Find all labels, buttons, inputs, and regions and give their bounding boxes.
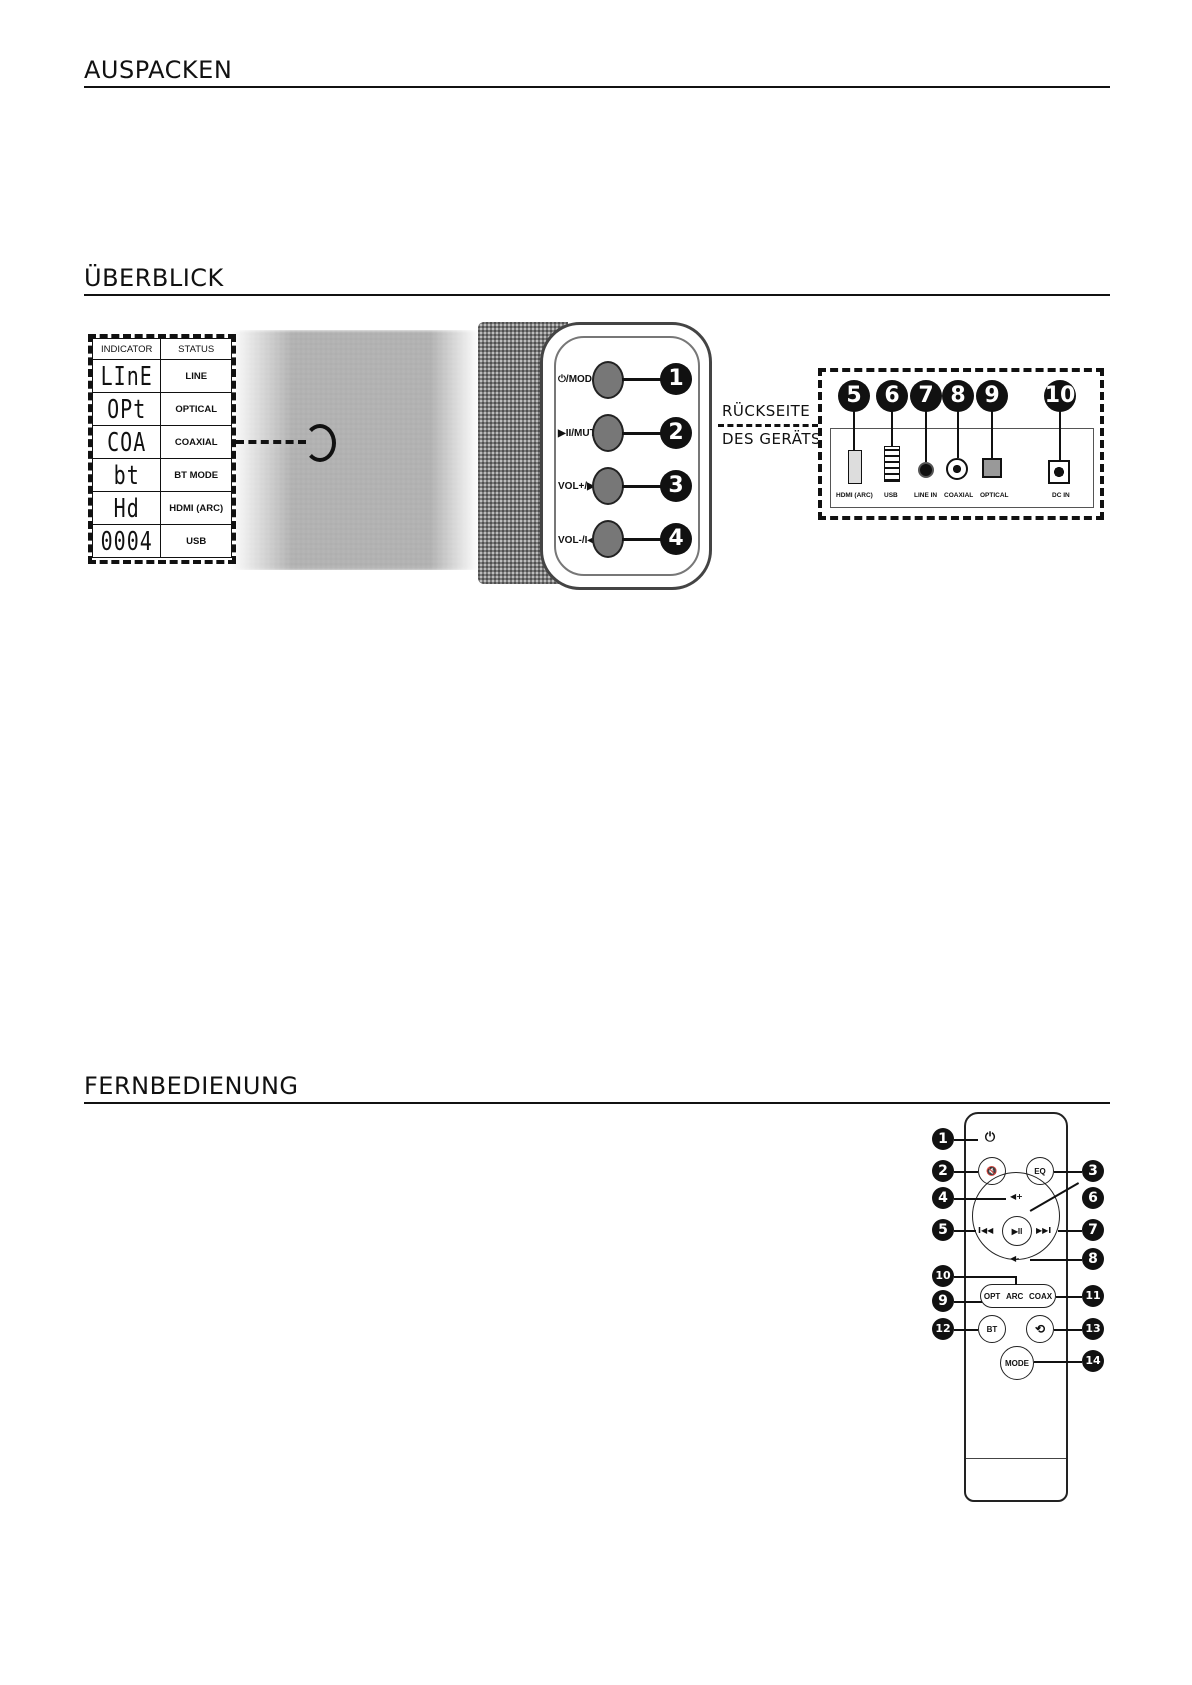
button-label-voldown: VOL-/I◀◀ [558,535,603,546]
section-heading-remote: FERNBEDIENUNG [84,1072,1110,1104]
callout-1: 1 [660,363,692,395]
table-row: bt BT MODE [91,458,232,492]
button-label-volup: VOL+/▶▶I [558,481,606,492]
remote-callout-11: 11 [1082,1285,1104,1307]
port-label-usb: USB [884,492,898,499]
opt-button[interactable]: OPT [983,1291,1001,1301]
arc-button[interactable]: ARC [1005,1291,1024,1301]
callout-line [622,378,662,381]
rear-label-line1: RÜCKSEITE [722,402,811,420]
remote-callout-10: 10 [932,1265,954,1287]
coaxial-port-icon [946,458,968,480]
usb-port-icon [884,446,900,482]
table-row: Hd HDMI (ARC) [91,491,232,525]
remote-divider [966,1458,1066,1459]
status-cell: COAXIAL [160,425,232,459]
play-mute-button [592,414,624,452]
port-label-line-in: LINE IN [914,492,938,499]
display-pointer-line [236,440,306,444]
remote-callout-6: 6 [1082,1187,1104,1209]
display-indicator: Hd [113,492,140,524]
remote-callout-13: 13 [1082,1318,1104,1340]
remote-callout-5: 5 [932,1219,954,1241]
display-indicator: LInE [100,360,153,392]
port-label-hdmi: HDMI (ARC) [836,492,873,499]
vol-down-prev-button [592,520,624,558]
play-pause-button[interactable]: ▶II [1002,1216,1032,1246]
port-label-dc-in: DC IN [1052,492,1070,499]
table-row: COA COAXIAL [91,425,232,459]
remote-callout-1: 1 [932,1128,954,1150]
callout-8: 8 [942,380,974,412]
port-label-optical: OPTICAL [980,492,1009,499]
remote-callout-14: 14 [1082,1350,1104,1372]
callout-9: 9 [976,380,1008,412]
next-icon[interactable]: ▶▶I [1036,1226,1052,1235]
callout-line [622,432,662,435]
line-in-jack-icon [918,462,934,478]
callout-3: 3 [660,470,692,502]
remote-callout-12: 12 [932,1318,954,1340]
status-cell: OPTICAL [160,392,232,426]
repeat-button[interactable]: ⟲ [1026,1315,1054,1343]
callout-7: 7 [910,380,942,412]
display-indicator: 0004 [100,525,153,557]
mode-button[interactable]: MODE [1000,1346,1034,1380]
power-mode-button [592,361,624,399]
remote-callout-4: 4 [932,1187,954,1209]
table-row: OPt OPTICAL [91,392,232,426]
power-icon[interactable]: ⏻ [978,1125,1002,1149]
indicator-table: INDICATOR STATUS LInE LINE OPt OPTICAL C… [91,338,232,558]
indicator-table-box: INDICATOR STATUS LInE LINE OPt OPTICAL C… [88,334,236,564]
optical-port-icon [982,458,1002,478]
coax-button[interactable]: COAX [1029,1291,1053,1301]
volume-down-icon[interactable]: ◀- [1010,1254,1020,1263]
port-label-coaxial: COAXIAL [944,492,974,499]
vol-up-next-button [592,467,624,505]
dc-in-port-icon [1048,460,1070,484]
callout-10: 10 [1044,380,1076,412]
callout-5: 5 [838,380,870,412]
section-heading-unpack: AUSPACKEN [84,56,1110,88]
callout-6: 6 [876,380,908,412]
remote-callout-9: 9 [932,1290,954,1312]
callout-4: 4 [660,523,692,555]
section-heading-overview: ÜBERBLICK [84,264,1110,296]
rear-pointer-line [718,424,818,427]
status-cell: HDMI (ARC) [160,491,232,525]
remote-callout-8: 8 [1082,1248,1104,1270]
repeat-icon: ⟲ [1034,1322,1046,1336]
status-cell: LINE [160,359,232,393]
callout-2: 2 [660,417,692,449]
rear-label-line2: DES GERÄTS [722,430,822,448]
callout-line [622,538,662,541]
callout-line [622,485,662,488]
mute-icon: 🔇 [986,1165,998,1176]
display-window-icon [304,424,336,462]
table-row: 0004 USB [91,524,232,558]
indicator-header: INDICATOR [91,338,162,360]
volume-up-icon[interactable]: ◀+ [1010,1192,1023,1201]
navigation-ring [972,1172,1060,1260]
display-indicator: OPt [107,393,147,425]
button-label-mute: ▶II/MUTE [558,428,603,439]
previous-icon[interactable]: I◀◀ [978,1226,994,1235]
display-indicator: COA [107,426,147,458]
bt-button[interactable]: BT [978,1315,1006,1343]
status-header: STATUS [160,338,232,360]
table-row: LInE LINE [91,359,232,393]
status-cell: BT MODE [160,458,232,492]
soundbar-grille [230,330,480,570]
remote-callout-7: 7 [1082,1219,1104,1241]
status-cell: USB [160,524,232,558]
input-select-pill: OPT ARC COAX [980,1284,1056,1308]
button-label-mode: ⏻/MODE [558,374,599,385]
hdmi-port-icon [848,450,862,484]
remote-callout-2: 2 [932,1160,954,1182]
display-indicator: bt [113,459,140,491]
remote-callout-3: 3 [1082,1160,1104,1182]
